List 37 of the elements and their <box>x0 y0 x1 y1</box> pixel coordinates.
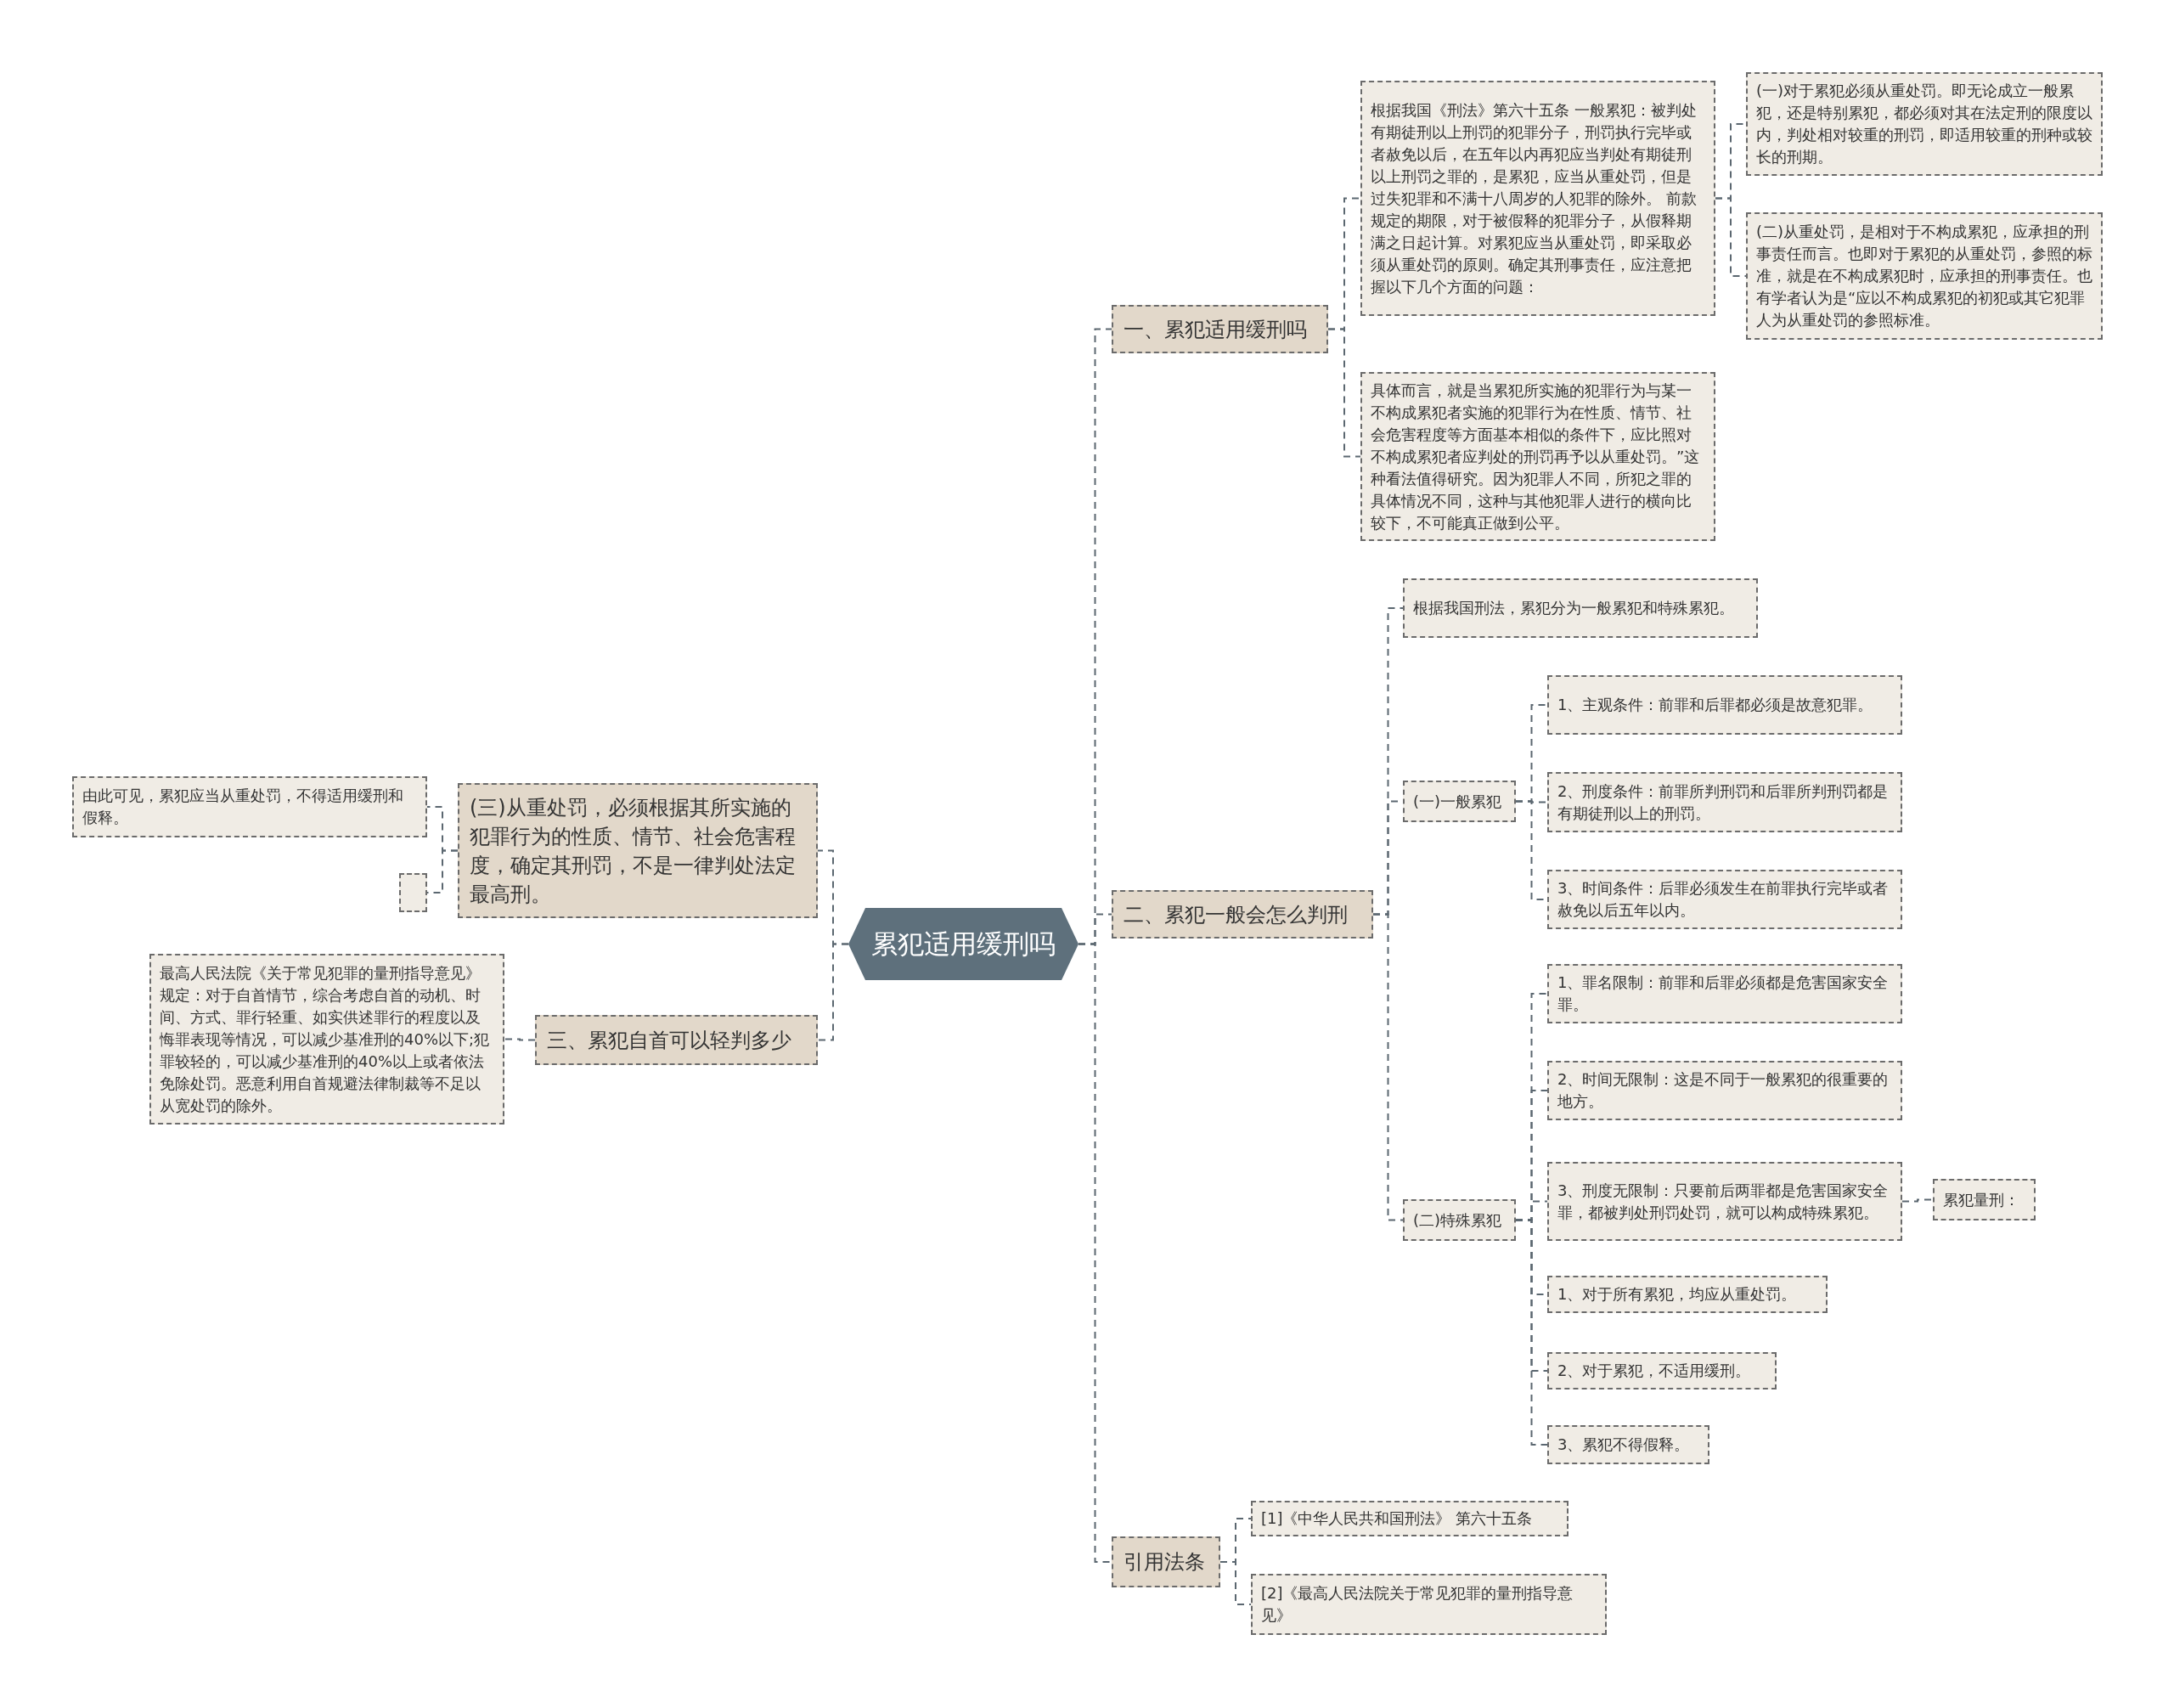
text-box: [1]《中华人民共和国刑法》 第六十五条 <box>1251 1501 1569 1536</box>
connector-line <box>1715 197 1747 277</box>
connector-line <box>1901 1198 1934 1203</box>
text-box: 1、对于所有累犯，均应从重处罚。 <box>1547 1276 1828 1313</box>
text-box: (二)特殊累犯 <box>1403 1199 1516 1241</box>
topic-box: 引用法条 <box>1112 1536 1220 1587</box>
central-topic: 累犯适用缓刑吗 <box>848 908 1079 980</box>
text-box: 具体而言，就是当累犯所实施的犯罪行为与某一不构成累犯者实施的犯罪行为在性质、情节、社会危害程度等方面基本相似的条件下，应比照对不构成累犯者应判处的刑罚再予以从重处罚。”这种看法值得研究。因为犯罪人不同，所犯之罪的具体情况不同，这种与其他犯罪人进行的横向比较下，不可能真正做到公平。 <box>1360 372 1715 541</box>
text-box: 由此可见，累犯应当从重处罚，不得适用缓刑和假释。 <box>72 776 427 837</box>
text-box: 3、累犯不得假释。 <box>1547 1425 1709 1464</box>
connector-line <box>1515 1219 1548 1446</box>
connector-line <box>504 1038 536 1041</box>
text-box: 根据我国刑法，累犯分为一般累犯和特殊累犯。 <box>1403 578 1758 638</box>
empty-box <box>399 873 427 912</box>
text-box: (一)对于累犯必须从重处罚。即无论成立一般累犯，还是特别累犯，都必须对其在法定刑的限度以内，判处相对较重的刑罚，即适用较重的刑种或较长的刑期。 <box>1746 72 2103 176</box>
connector-line <box>1327 328 1361 458</box>
connector-line <box>1372 913 1404 1221</box>
connector-line <box>817 943 849 1041</box>
text-box: 3、时间条件：后罪必须发生在前罪执行完毕或者赦免以后五年以内。 <box>1547 870 1902 929</box>
text-box: 2、时间无限制：这是不同于一般累犯的很重要的地方。 <box>1547 1061 1902 1120</box>
topic-box: 一、累犯适用缓刑吗 <box>1112 305 1328 353</box>
connector-line <box>1219 1561 1252 1605</box>
text-box: 2、刑度条件：前罪所判刑罚和后罪所判刑罚都是有期徒刑以上的刑罚。 <box>1547 772 1902 832</box>
text-box: [2]《最高人民法院关于常见犯罪的量刑指导意见》 <box>1251 1574 1607 1635</box>
topic-box: (三)从重处罚，必须根据其所实施的犯罪行为的性质、情节、社会危害程度，确定其刑罚，不是一律判处法定最高刑。 <box>458 783 818 918</box>
text-box: 3、刑度无限制：只要前后两罪都是危害国家安全罪，都被判处刑罚处罚，就可以构成特殊累犯。 <box>1547 1162 1902 1241</box>
text-box: (二)从重处罚，是相对于不构成累犯，应承担的刑事责任而言。也即对于累犯的从重处罚，参照的标准，就是在不构成累犯时，应承担的刑事责任。也有学者认为是“应以不构成累犯的初犯或其它犯罪人为从重处罚的参照标准。 <box>1746 212 2103 340</box>
topic-box: 二、累犯一般会怎么判刑 <box>1112 890 1373 939</box>
text-box: 1、主观条件：前罪和后罪都必须是故意犯罪。 <box>1547 675 1902 735</box>
topic-box: 三、累犯自首可以轻判多少 <box>535 1015 818 1065</box>
text-box: 累犯量刑： <box>1933 1179 2036 1220</box>
text-box: 1、罪名限制：前罪和后罪必须都是危害国家安全罪。 <box>1547 964 1902 1023</box>
text-box: 根据我国《刑法》第六十五条 一般累犯：被判处有期徒刑以上刑罚的犯罪分子，刑罚执行完毕或者赦免以后，在五年以内再犯应当判处有期徒刑以上刑罚之罪的，是累犯，应当从重处罚，但是过失犯罪和不满十八周岁的人犯罪的除外。 前款规定的期限，对于被假释的犯罪分子，从假释期满之日起计算。对累犯应当从重处罚，即采取必须从重处罚的原则。确定其刑事责任，应注意把握以下几个方面的问题： <box>1360 81 1715 316</box>
text-box: 最高人民法院《关于常见犯罪的量刑指导意见》规定：对于自首情节，综合考虑自首的动机、时间、方式、罪行轻重、如实供述罪行的程度以及悔罪表现等情况，可以减少基准刑的40%以下;犯罪较轻的，可以减少基准刑的40%以上或者依法免除处罚。恶意利用自首规避法律制裁等不足以从宽处罚的除外。 <box>149 954 504 1125</box>
text-box: 2、对于累犯，不适用缓刑。 <box>1547 1352 1777 1390</box>
text-box: (一)一般累犯 <box>1403 781 1516 822</box>
connector-line <box>1078 943 1112 1563</box>
